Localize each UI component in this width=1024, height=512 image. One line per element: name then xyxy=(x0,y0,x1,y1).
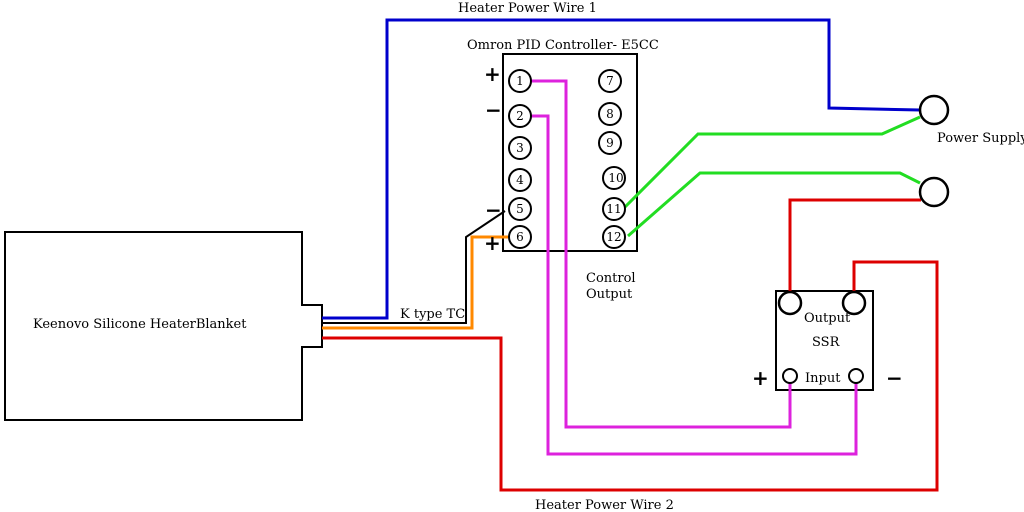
control-output-plus-wire xyxy=(530,79,792,429)
terminal-5-minus-sign: − xyxy=(485,198,502,222)
k-type-tc-wire xyxy=(322,235,508,330)
ssr-output-terminal-left xyxy=(777,290,803,316)
ssr-minus-sign: − xyxy=(886,366,903,390)
pid-controller-box xyxy=(502,53,638,252)
svg-text:1: 1 xyxy=(516,74,524,88)
power-supply-label: Power Supply xyxy=(937,131,1024,146)
svg-text:9: 9 xyxy=(606,136,614,150)
terminal-8: 8 xyxy=(598,102,622,126)
ssr-box xyxy=(775,290,874,391)
k-type-tc-black-wire xyxy=(322,210,506,324)
terminal-9: 9 xyxy=(598,131,622,155)
supply-wire-11 xyxy=(622,115,921,210)
terminal-5: 5 xyxy=(508,197,532,221)
heater-blanket-label: Keenovo Silicone HeaterBlanket xyxy=(33,317,247,332)
terminal-4: 4 xyxy=(508,168,532,192)
svg-text:11: 11 xyxy=(606,202,621,216)
ssr-output-terminal-right xyxy=(841,290,867,316)
ssr-plus-sign: + xyxy=(752,366,769,390)
ssr-output-supply-wire xyxy=(788,198,921,292)
terminal-2: 2 xyxy=(508,104,532,128)
controller-terminals: 1 2 3 4 5 6 7 8 9 10 11 12 xyxy=(508,69,626,249)
terminal-12: 12 xyxy=(602,225,626,249)
terminal-6: 6 xyxy=(508,225,532,249)
heater-power-wire-1-label: Heater Power Wire 1 xyxy=(458,1,597,16)
ssr-output-label: Output xyxy=(804,311,851,326)
ssr-title: SSR xyxy=(812,335,841,350)
svg-text:8: 8 xyxy=(606,107,614,121)
terminal-1-plus-sign: + xyxy=(484,62,501,86)
control-output-label-line1: Control xyxy=(586,271,636,286)
terminal-2-minus-sign: − xyxy=(485,98,502,122)
control-output-label-line2: Output xyxy=(586,287,633,302)
terminal-6-plus-sign: + xyxy=(484,231,501,255)
pid-controller-title: Omron PID Controller- E5CC xyxy=(467,38,659,53)
heater-power-wire-2 xyxy=(322,260,939,492)
heater-power-wire-1 xyxy=(322,18,921,320)
svg-text:7: 7 xyxy=(606,74,614,88)
ssr-input-terminal-minus xyxy=(848,368,864,384)
terminal-11: 11 xyxy=(602,197,626,221)
heater-power-wire-2-label: Heater Power Wire 2 xyxy=(535,498,674,512)
heater-blanket-outline xyxy=(4,231,323,421)
wires xyxy=(322,18,939,492)
ssr-input-terminal-plus xyxy=(782,368,798,384)
ssr-input-label: Input xyxy=(805,371,841,386)
terminal-7: 7 xyxy=(598,69,622,93)
k-type-tc-label: K type TC xyxy=(400,307,465,322)
power-supply-terminal-top xyxy=(918,94,950,126)
svg-text:12: 12 xyxy=(606,230,621,244)
terminal-10: 10 xyxy=(602,166,626,190)
supply-wire-12 xyxy=(627,171,921,238)
terminal-1: 1 xyxy=(508,69,532,93)
svg-text:10: 10 xyxy=(608,171,623,185)
svg-text:2: 2 xyxy=(516,109,524,123)
power-supply-terminal-bottom xyxy=(918,176,950,208)
svg-text:5: 5 xyxy=(516,202,524,216)
svg-text:6: 6 xyxy=(516,230,524,244)
control-output-minus-wire xyxy=(530,114,858,456)
terminal-3: 3 xyxy=(508,136,532,160)
svg-text:4: 4 xyxy=(516,173,524,187)
svg-text:3: 3 xyxy=(516,141,524,155)
